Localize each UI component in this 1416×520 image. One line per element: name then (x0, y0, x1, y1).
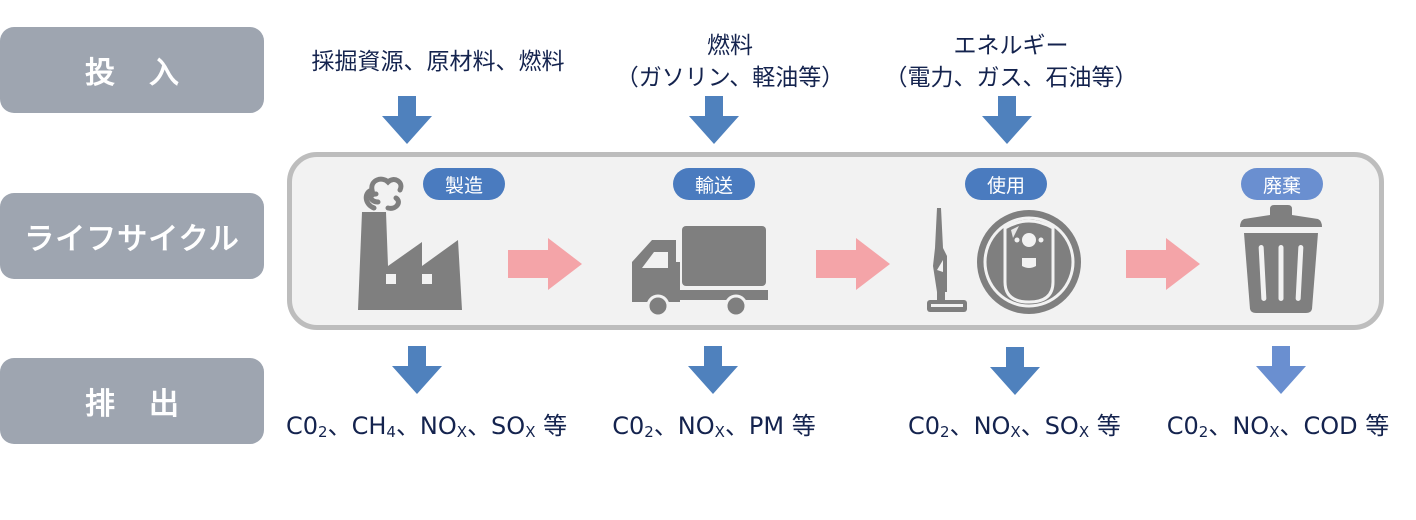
input-down-arrow-icon (382, 96, 432, 144)
emission-text: 、SO (1020, 412, 1079, 440)
emission-text: C0 (908, 412, 941, 440)
output-down-arrow-icon (990, 347, 1040, 395)
emission-text: 等 (535, 412, 568, 440)
stage-badge-transport: 輸送 (673, 168, 755, 200)
row-label-input-text: 投入 (85, 56, 213, 91)
output-down-arrow-icon (1256, 346, 1306, 394)
emission-text: C0 (286, 412, 319, 440)
input-line2: （電力、ガス、石油等） (884, 65, 1138, 91)
output-text-transport: C02、NOX、PM 等 (612, 406, 816, 441)
emission-text: 、CH (327, 412, 387, 440)
input-line2: （ガソリン、軽油等） (615, 65, 845, 91)
emission-subscript: 2 (1198, 423, 1209, 441)
output-down-arrow-icon (392, 346, 442, 394)
stage-badge-use: 使用 (965, 168, 1047, 200)
emission-subscript: 2 (318, 423, 328, 441)
emission-subscript: X (525, 423, 536, 441)
input-down-arrow-icon (982, 96, 1032, 144)
emission-subscript: X (456, 423, 468, 441)
emission-subscript: 4 (386, 423, 396, 441)
emission-subscript: X (1010, 423, 1021, 441)
row-label-output: 排出 (0, 358, 264, 444)
flow-arrow-right-icon (816, 238, 890, 290)
emission-text: C0 (612, 412, 645, 440)
output-down-arrow-icon (688, 346, 738, 394)
input-text-manufacturing: 採掘資源、原材料、燃料 (296, 46, 580, 78)
input-text-transport: 燃料 （ガソリン、軽油等） (600, 30, 860, 94)
emission-text: 、NO (949, 412, 1011, 440)
stage-label: 廃棄 (1262, 174, 1301, 197)
emission-subscript: X (1269, 423, 1280, 441)
emission-text: 、NO (1208, 412, 1270, 440)
emission-subscript: 2 (940, 423, 950, 441)
row-label-input: 投入 (0, 27, 264, 113)
input-line1: エネルギー (953, 33, 1069, 59)
row-label-output-text: 排出 (85, 387, 213, 422)
emission-text: 、NO (653, 412, 715, 440)
input-text-use: エネルギー （電力、ガス、石油等） (880, 30, 1142, 94)
stage-badge-disposal: 廃棄 (1241, 168, 1323, 200)
emission-text: 、COD 等 (1279, 412, 1390, 440)
input-down-arrow-icon (689, 96, 739, 144)
factory-icon (358, 176, 462, 310)
stage-label: 使用 (986, 174, 1025, 197)
emission-text: C0 (1166, 412, 1199, 440)
emission-text: 等 (1089, 412, 1121, 440)
output-text-use: C02、NOX、SOX 等 (908, 406, 1121, 441)
row-label-lifecycle-text: ライフサイクル (24, 222, 240, 257)
emission-subscript: X (714, 423, 725, 441)
flow-arrow-right-icon (508, 238, 582, 290)
vacuum-cleaner-icon (927, 208, 1081, 314)
stage-badge-manufacturing: 製造 (423, 168, 505, 200)
output-text-manufacturing: C02、CH4、NOX、SOX 等 (286, 406, 567, 441)
output-text-disposal: C02、NOX、COD 等 (1166, 406, 1390, 441)
emission-subscript: X (1078, 423, 1090, 441)
flow-arrow-right-icon (1126, 238, 1200, 290)
row-label-lifecycle: ライフサイクル (0, 193, 264, 279)
stage-label: 輸送 (694, 174, 733, 197)
emission-subscript: 2 (644, 423, 654, 441)
input-line1: 燃料 (707, 33, 753, 59)
emission-text: 、SO (467, 412, 526, 440)
input-line1: 採掘資源、原材料、燃料 (311, 49, 565, 75)
stage-label: 製造 (444, 174, 483, 197)
emission-text: 、NO (395, 412, 457, 440)
emission-text: 、PM 等 (724, 412, 816, 440)
trash-can-icon (1240, 205, 1322, 313)
truck-icon (632, 226, 768, 318)
